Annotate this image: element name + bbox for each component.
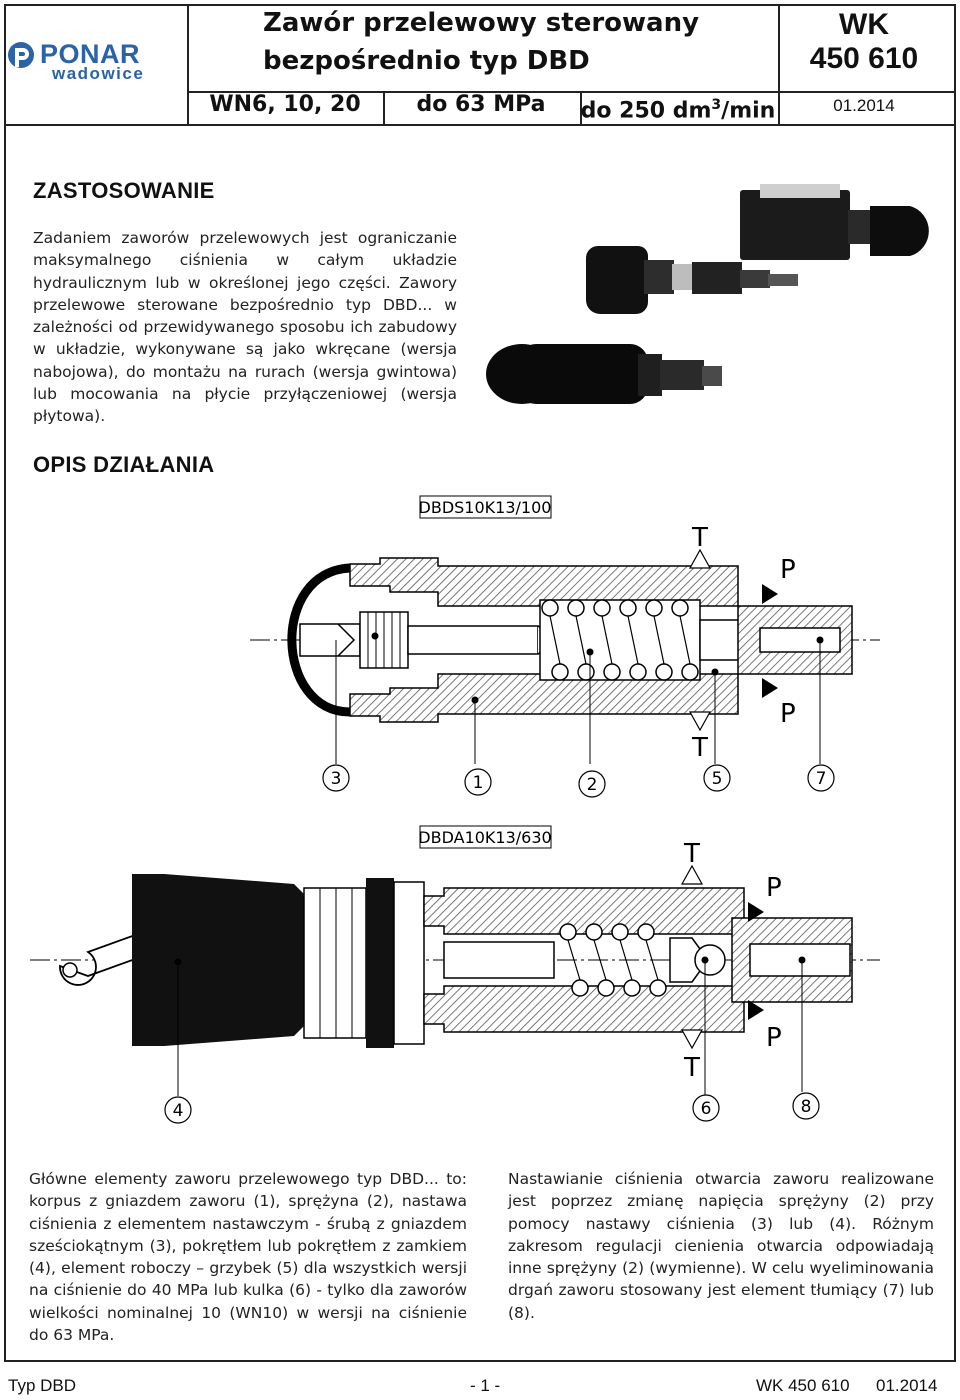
- callout-4: 4: [173, 1101, 184, 1121]
- section-heading-zastosowanie: ZASTOSOWANIE: [33, 178, 215, 203]
- port-label-t: T: [683, 839, 700, 869]
- port-label-p: P: [766, 873, 782, 903]
- callout-3: 3: [331, 769, 342, 789]
- port-arrow-icon: [762, 584, 778, 604]
- callout-6: 6: [701, 1099, 712, 1119]
- document-header: [4, 4, 956, 126]
- port-label-t: T: [683, 1053, 700, 1083]
- logo-sub: wadowice: [51, 64, 144, 82]
- diagram-dbda: DBDA10K13/630 T P P: [30, 825, 880, 1124]
- section-heading-opis: OPIS DZIAŁANIA: [33, 452, 215, 477]
- header-divider: [187, 91, 954, 93]
- document-code: WK 450 610: [780, 8, 948, 76]
- port-label-t: T: [691, 733, 708, 763]
- zastosowanie-text: Zadaniem zaworów przelewowych jest ogran…: [33, 229, 457, 426]
- callout-2: 2: [587, 775, 598, 795]
- key-icon: [59, 932, 139, 986]
- header-divider: [580, 91, 582, 124]
- port-label-p: P: [766, 1023, 782, 1053]
- header-divider: [383, 91, 385, 124]
- page-frame: [4, 126, 956, 1362]
- footer-doc-code: WK 450 610: [756, 1376, 850, 1395]
- port-arrow-icon: [688, 548, 712, 569]
- callout-5: 5: [712, 769, 723, 789]
- header-divider: [187, 6, 189, 124]
- port-arrow-icon: [680, 864, 704, 885]
- code-line-1: WK: [839, 8, 889, 41]
- diagram1-label-box: [419, 495, 552, 519]
- cartridge-valve-icon: [586, 246, 798, 314]
- port-arrow-icon: [680, 1029, 704, 1050]
- port-label-p: P: [780, 555, 796, 585]
- logo-brand: PONAR: [40, 39, 140, 69]
- footer-page-number: - 1 -: [470, 1376, 501, 1395]
- header-date: 01.2014: [833, 96, 895, 115]
- title-line-2: bezpośrednio typ DBD: [263, 46, 590, 76]
- port-arrow-icon: [762, 678, 778, 698]
- diagram-dbds: DBDS10K13/100 T P: [250, 495, 880, 798]
- valve-product-photo: [486, 184, 929, 404]
- diagram2-label-box: [419, 825, 552, 849]
- spec-sizes: WN6, 10, 20: [209, 92, 361, 117]
- callout-8: 8: [801, 1097, 812, 1117]
- flow-prefix: do 250 dm: [580, 98, 712, 124]
- footer-doc-type: Typ DBD: [8, 1376, 77, 1395]
- opis-text-left: Główne elementy zaworu przelewowego typ …: [29, 1170, 467, 1345]
- flow-suffix: /min: [721, 98, 776, 124]
- port-arrow-icon: [748, 902, 764, 922]
- flow-exp: 3: [711, 97, 722, 113]
- plate-valve-icon: [740, 184, 929, 260]
- footer-date: 01.2014: [876, 1376, 938, 1395]
- title-line-1: Zawór przelewowy sterowany: [263, 8, 700, 38]
- logo-mark-icon: [8, 42, 34, 68]
- opis-text-right: Nastawianie ciśnienia otwarcia zaworu re…: [508, 1170, 934, 1322]
- page-footer: Typ DBD - 1 - WK 450 610 01.2014: [0, 1366, 960, 1400]
- port-arrow-icon: [748, 1000, 764, 1020]
- spec-flow: do 250 dm3/min: [580, 88, 776, 124]
- diagram2-label: DBDA10K13/630: [418, 828, 551, 847]
- port-arrow-icon: [688, 711, 712, 732]
- document-title: Zawór przelewowy sterowany bezpośrednio …: [188, 4, 776, 80]
- header-divider: [778, 6, 780, 124]
- spec-pressure: do 63 MPa: [416, 92, 546, 117]
- sectional-diagrams: DBDS10K13/100 T P: [30, 495, 880, 1124]
- port-label-t: T: [691, 523, 708, 553]
- diagram1-label: DBDS10K13/100: [419, 498, 552, 517]
- threaded-valve-icon: [486, 344, 722, 404]
- callout-1: 1: [473, 773, 484, 793]
- callout-7: 7: [816, 769, 827, 789]
- company-logo: PONAR wadowice: [8, 39, 144, 82]
- code-line-2: 450 610: [809, 42, 919, 75]
- port-label-p: P: [780, 699, 796, 729]
